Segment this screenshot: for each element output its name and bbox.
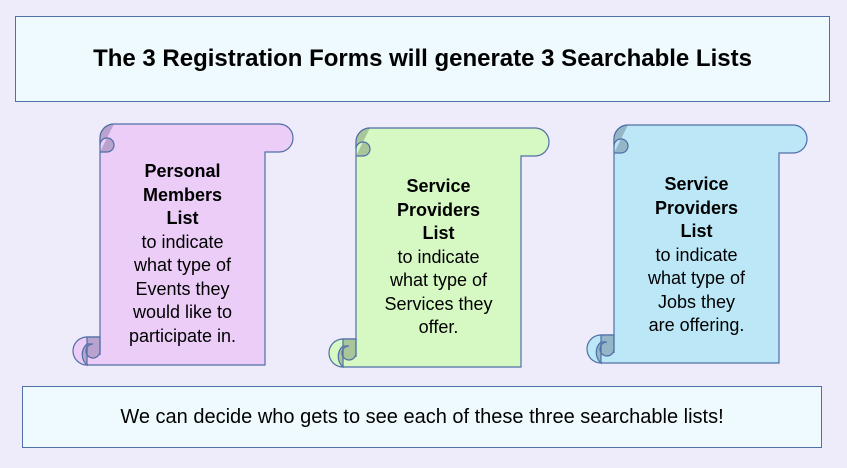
scroll-text: Service Providers List to indicate what … [356, 175, 521, 340]
scroll-title-line: Providers [654, 197, 739, 218]
scroll-desc-line: Events they [135, 278, 230, 299]
scroll-shape [72, 123, 294, 367]
scroll-desc-line: would like to [132, 302, 233, 322]
footer-text: We can decide who gets to see each of th… [120, 405, 724, 428]
scroll-desc-line: Services they [384, 293, 493, 314]
scroll-desc-line: what type of [647, 268, 746, 288]
scroll-title-line: List [166, 208, 199, 228]
scroll-title-line: List [422, 223, 455, 243]
scroll-desc-line: what type of [133, 255, 232, 275]
scroll-desc-line: to indicate [141, 231, 224, 252]
scroll-title-line: Service [406, 176, 471, 196]
scroll-shape [586, 124, 808, 365]
scroll-desc-line: offer. [418, 317, 459, 337]
title-text: The 3 Registration Forms will generate 3… [93, 45, 752, 72]
scroll-service-providers-jobs-list: Service Providers List to indicate what … [586, 124, 808, 365]
title-banner: The 3 Registration Forms will generate 3… [15, 16, 830, 102]
scroll-title-line: Providers [396, 199, 481, 220]
scroll-text: Personal Members List to indicate what t… [100, 160, 265, 348]
footer-banner: We can decide who gets to see each of th… [22, 386, 822, 448]
scroll-shape [328, 127, 550, 369]
scroll-title-line: Members [142, 184, 223, 205]
scroll-title-line: Personal [144, 161, 221, 181]
scroll-desc-line: to indicate [655, 244, 738, 265]
scroll-desc-line: participate in. [128, 325, 237, 346]
scroll-service-providers-list: Service Providers List to indicate what … [328, 127, 550, 369]
scroll-title-line: List [680, 221, 713, 241]
scroll-personal-members-list: Personal Members List to indicate what t… [72, 123, 294, 367]
scroll-text: Service Providers List to indicate what … [614, 173, 779, 338]
scroll-desc-line: are offering. [648, 315, 745, 335]
scroll-desc-line: to indicate [397, 246, 480, 267]
scroll-desc-line: what type of [389, 270, 488, 290]
scroll-title-line: Service [664, 174, 729, 194]
scroll-desc-line: Jobs they [657, 291, 736, 312]
